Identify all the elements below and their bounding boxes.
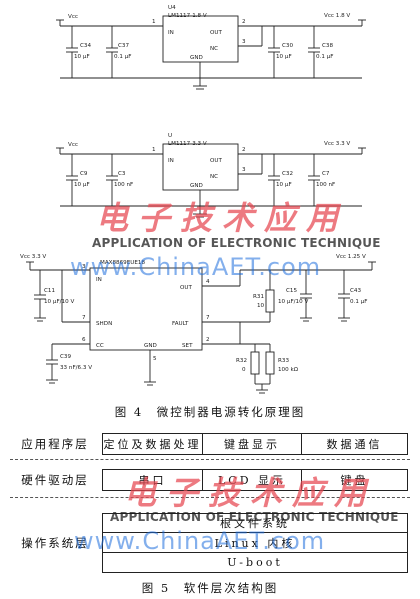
bot-vout-label: Vcc 1.25 V <box>336 254 366 260</box>
top-pin-nc-num: 3 <box>242 39 246 45</box>
top-c38-val: 0.1 μF <box>316 54 333 60</box>
top-pin-out: OUT <box>210 30 222 36</box>
mid-ic-part: LM1117-3.3 V <box>168 141 207 147</box>
layer-cell-os-2: U-boot <box>102 553 408 573</box>
bot-r33-ref: R33 <box>278 358 289 364</box>
bot-r32-ref: R32 <box>236 358 247 364</box>
bot-c43-val: 0.1 μF <box>350 299 367 305</box>
bot-c39-ref: C39 <box>60 354 71 360</box>
top-c37-val: 0.1 μF <box>114 54 131 60</box>
layer-cell-os-1: Linux 内核 <box>102 533 408 553</box>
mid-pin-nc-num: 3 <box>242 167 246 173</box>
bot-c11-val: 10 μF/10 V <box>44 299 74 305</box>
layer-cell-app-2: 数据通信 <box>302 433 408 455</box>
top-pin-nc: NC <box>210 46 218 52</box>
layer-label-driver: 硬件驱动层 <box>21 473 89 487</box>
top-c37-ref: C37 <box>118 43 129 49</box>
mid-c32-ref: C32 <box>282 171 293 177</box>
bot-pin-shdn-num: 7 <box>82 315 86 321</box>
regulator-1v25-ic <box>89 267 203 351</box>
layer-divider-1 <box>10 459 410 460</box>
layer-cell-os-0: 根文件系统 <box>102 513 408 533</box>
bot-pin-set-num: 2 <box>206 337 210 343</box>
bot-r31-ref: R31 <box>253 294 264 300</box>
bot-pin-gnd: GND <box>144 343 157 349</box>
bot-vin-label: Vcc 3.3 V <box>20 254 46 260</box>
layer-cell-drv-2: 键盘 <box>302 469 408 491</box>
top-ic-part: LM1117-1.8 V <box>168 13 207 19</box>
bot-c43-ref: C43 <box>350 288 361 294</box>
top-ic-ref: U4 <box>168 5 176 11</box>
mid-c3-ref: C3 <box>118 171 126 177</box>
mid-vout-label: Vcc 3.3 V <box>324 141 350 147</box>
bot-pin-set: SET <box>182 343 193 349</box>
bot-c39-val: 33 nF/6.3 V <box>60 365 92 371</box>
figure4-caption: 图 4 微控制器电源转化原理图 <box>114 405 306 419</box>
top-pin-gnd: GND <box>190 55 203 61</box>
top-c38-ref: C38 <box>322 43 333 49</box>
mid-c9-val: 10 μF <box>74 182 90 188</box>
layer-label-application: 应用程序层 <box>21 437 89 451</box>
mid-pin-gnd: GND <box>190 183 203 189</box>
top-vout-label: Vcc 1.8 V <box>324 13 350 19</box>
mid-c7-val: 100 nF <box>316 182 335 188</box>
bot-c15-val: 10 μF/10 V <box>278 299 308 305</box>
bot-c15-ref: C15 <box>286 288 297 294</box>
mid-pin-in-num: 1 <box>152 147 156 153</box>
layer-cell-app-1: 键盘显示 <box>203 433 302 455</box>
bot-pin-in-num: 3 <box>82 264 86 270</box>
bot-pin-fault: FAULT <box>172 321 189 327</box>
top-pin-in: IN <box>168 30 174 36</box>
top-c30-val: 10 μF <box>276 54 292 60</box>
top-vin-label: Vcc <box>68 14 78 20</box>
regulator-3v3-ic <box>162 143 239 191</box>
bot-pin-gnd-num: 5 <box>153 356 157 362</box>
top-c34-ref: C34 <box>80 43 91 49</box>
layer-row-application: 应用程序层 定位及数据处理 键盘显示 数据通信 <box>10 433 410 455</box>
figure5-caption: 图 5 软件层次结构图 <box>141 581 279 595</box>
bot-pin-cc-num: 6 <box>82 337 86 343</box>
bot-r32-val: 0 <box>242 367 246 373</box>
layer-cell-drv-0: 串口 <box>102 469 203 491</box>
mid-pin-in: IN <box>168 158 174 164</box>
top-pin-in-num: 1 <box>152 19 156 25</box>
top-c30-ref: C30 <box>282 43 293 49</box>
bot-c11-ref: C11 <box>44 288 55 294</box>
mid-ic-ref: U <box>168 133 172 139</box>
layer-cell-drv-1: LCD 显示 <box>203 469 302 491</box>
mid-pin-out-num: 2 <box>242 147 246 153</box>
mid-c7-ref: C7 <box>322 171 330 177</box>
top-pin-out-num: 2 <box>242 19 246 25</box>
layer-row-driver: 硬件驱动层 串口 LCD 显示 键盘 <box>10 469 410 491</box>
bot-pin-fault-num: 7 <box>206 315 210 321</box>
mid-c32-val: 10 μF <box>276 182 292 188</box>
bot-pin-in: IN <box>96 277 102 283</box>
mid-pin-nc: NC <box>210 174 218 180</box>
bot-ic-part: MAX8869EUE18 <box>100 260 145 266</box>
layer-label-os: 操作系统层 <box>21 536 89 550</box>
regulator-1v25 <box>26 261 376 394</box>
layer-divider-2 <box>10 497 410 498</box>
regulator-1v8 <box>56 15 366 90</box>
power-schematic: Vcc U4 LM1117-1.8 V IN OUT NC GND 1 2 3 … <box>20 5 376 394</box>
mid-vin-label: Vcc <box>68 142 78 148</box>
layer-row-os: 操作系统层 根文件系统 Linux 内核 U-boot <box>10 513 410 573</box>
regulator-3v3 <box>56 143 366 218</box>
bot-r33-val: 100 kΩ <box>278 367 299 373</box>
mid-c9-ref: C9 <box>80 171 88 177</box>
bot-pin-out-num: 4 <box>206 279 210 285</box>
mid-pin-out: OUT <box>210 158 222 164</box>
mid-c3-val: 100 nF <box>114 182 133 188</box>
bot-pin-cc: CC <box>96 343 104 349</box>
top-c34-val: 10 μF <box>74 54 90 60</box>
bot-r31-val: 10 <box>257 303 265 309</box>
bot-pin-shdn: SHDN <box>96 321 112 327</box>
layer-cell-app-0: 定位及数据处理 <box>102 433 203 455</box>
regulator-1v8-ic <box>162 15 239 63</box>
bot-pin-out: OUT <box>180 285 192 291</box>
